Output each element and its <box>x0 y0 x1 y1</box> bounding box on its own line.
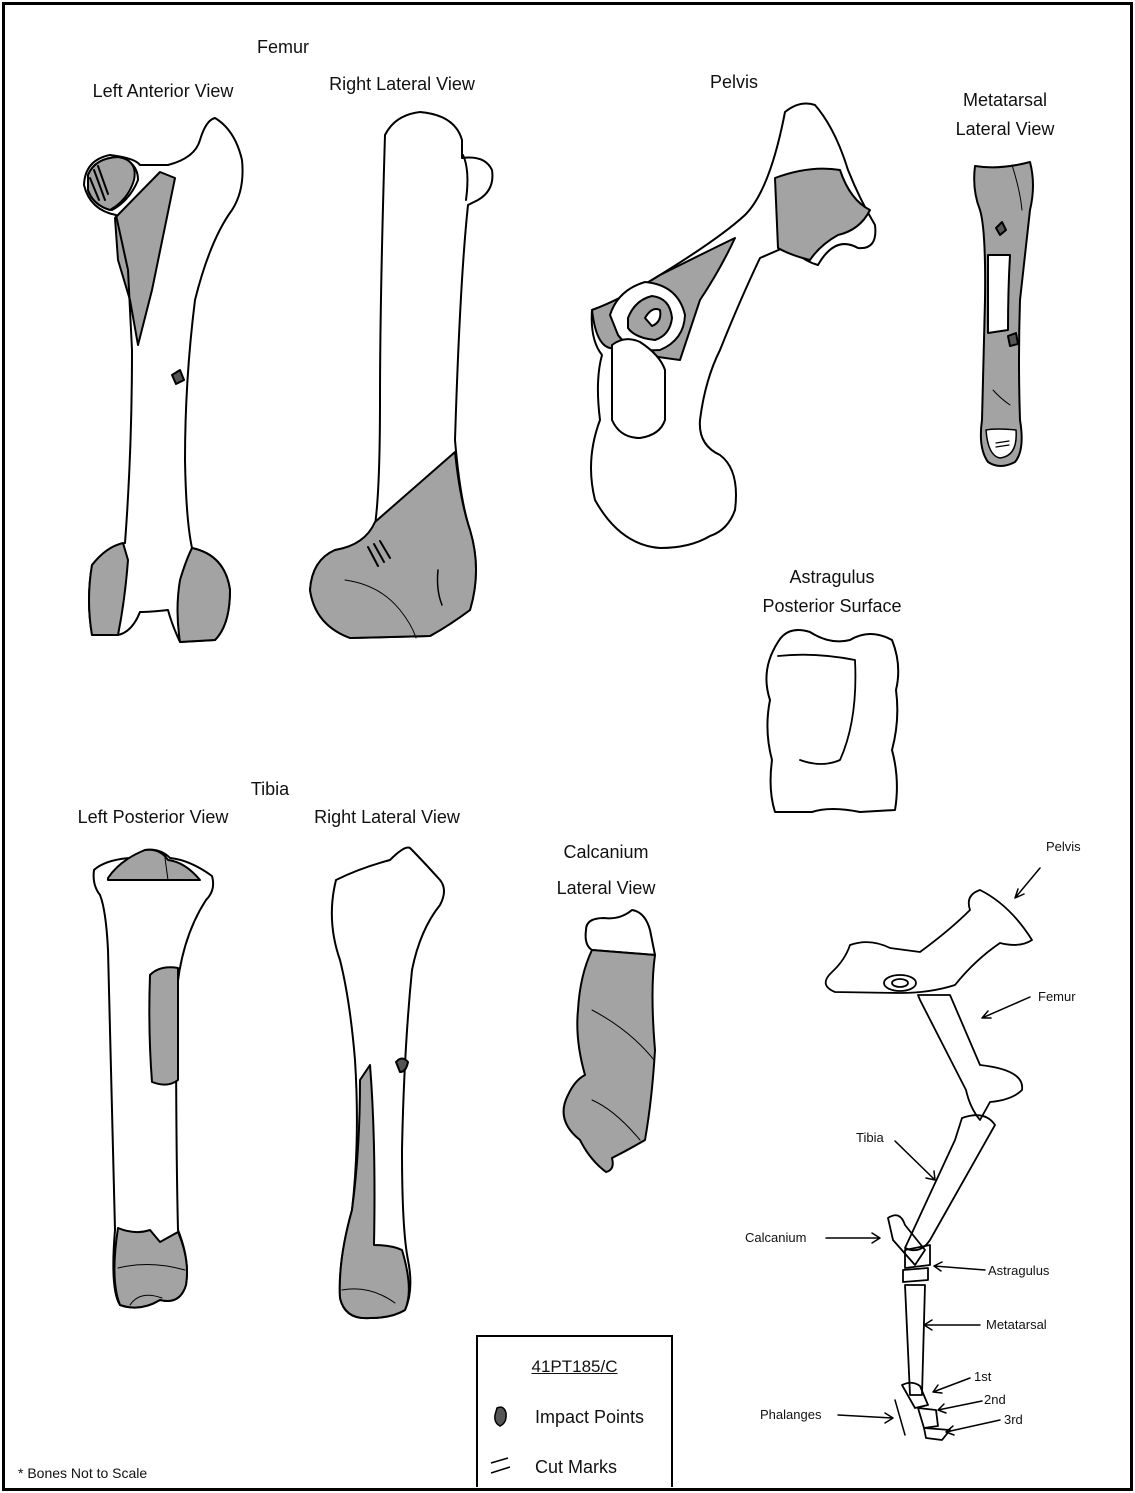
scale-note: * Bones Not to Scale <box>18 1465 147 1481</box>
astragalus-title-1: Astragulus <box>789 568 874 586</box>
skeleton-label-femur: Femur <box>1038 990 1076 1003</box>
skeleton-label-second: 2nd <box>984 1393 1006 1406</box>
tibia-right-view-label: Right Lateral View <box>314 808 460 826</box>
skeleton-label-tibia: Tibia <box>856 1131 884 1144</box>
skeleton-label-phalanges: Phalanges <box>760 1408 821 1421</box>
tibia-left-view-label: Left Posterior View <box>78 808 229 826</box>
cut-mark-icon <box>488 1455 514 1477</box>
femur-left-view-label: Left Anterior View <box>93 82 234 100</box>
calcanium-title-2: Lateral View <box>557 879 656 897</box>
calcanium-bone <box>564 910 655 1172</box>
pelvis-title: Pelvis <box>710 73 758 91</box>
leg-skeleton-diagram <box>826 890 1032 1440</box>
femur-title: Femur <box>257 38 309 56</box>
legend-cut-label: Cut Marks <box>535 1457 617 1478</box>
astragalus-bone <box>766 630 898 812</box>
skeleton-label-calcanium: Calcanium <box>745 1231 806 1244</box>
tibia-left-posterior <box>94 850 214 1308</box>
legend-box: 41PT185/C Impact Points Cut Marks <box>476 1335 673 1487</box>
skeleton-label-metatarsal: Metatarsal <box>986 1318 1047 1331</box>
tibia-right-lateral <box>332 848 444 1319</box>
calcanium-title-1: Calcanium <box>563 843 648 861</box>
skeleton-label-third: 3rd <box>1004 1413 1023 1426</box>
astragalus-title-2: Posterior Surface <box>762 597 901 615</box>
metatarsal-title-1: Metatarsal <box>963 91 1047 109</box>
femur-left-anterior <box>84 118 243 642</box>
pelvis-bone <box>591 104 875 548</box>
skeleton-label-pelvis: Pelvis <box>1046 840 1081 853</box>
legend-impact-label: Impact Points <box>535 1407 644 1428</box>
legend-site-id: 41PT185/C <box>478 1357 671 1377</box>
skeleton-label-astragulus: Astragulus <box>988 1264 1049 1277</box>
metatarsal-bone <box>974 162 1033 466</box>
femur-right-lateral <box>310 112 492 638</box>
skeleton-label-first: 1st <box>974 1370 991 1383</box>
femur-right-view-label: Right Lateral View <box>329 75 475 93</box>
tibia-title: Tibia <box>251 780 289 798</box>
metatarsal-title-2: Lateral View <box>956 120 1055 138</box>
impact-point-icon <box>492 1405 512 1429</box>
callout-arrows <box>826 868 1040 1435</box>
